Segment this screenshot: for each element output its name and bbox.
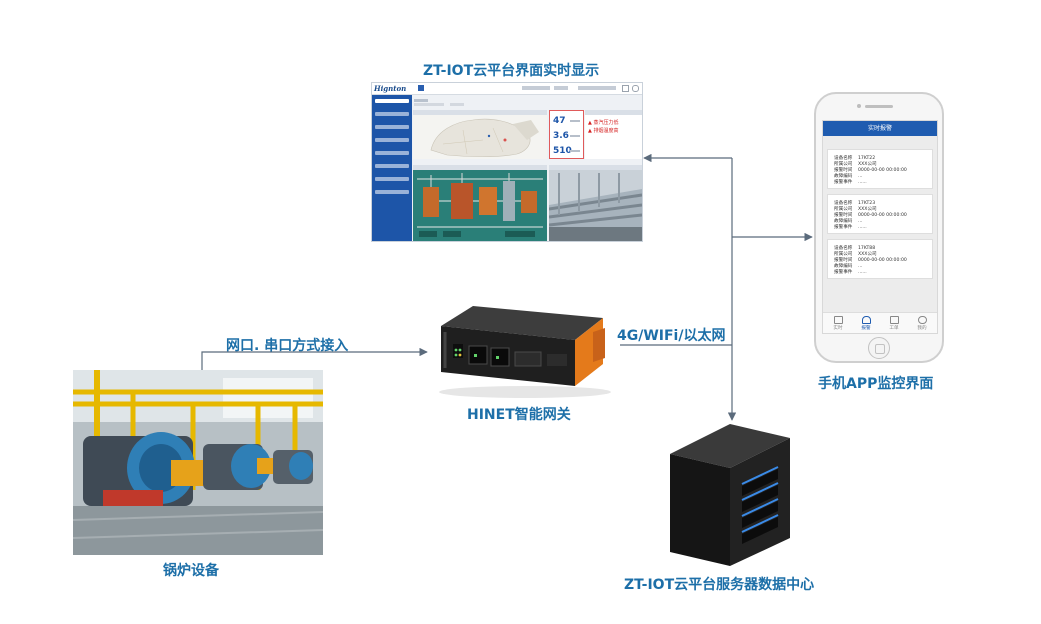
tab-workorder[interactable]: 工单 [881,316,907,331]
app-header: 实时报警 [823,121,937,136]
server-image [668,418,792,566]
gateway-device-image [425,292,619,400]
stat-value: 3.6 [553,131,569,141]
network-link-caption: 4G/WIFi/以太网 [617,328,726,344]
cloud-dashboard-screenshot: Hignton 47 3.6 510 [371,82,643,242]
front-camera-icon [857,104,861,108]
server-caption: ZT-IOT云平台服务器数据中心 [624,577,815,593]
alert-item: ▲ 排烟温度高 [588,128,619,134]
user-icon [917,316,927,324]
speaker-grille [865,105,893,108]
tab-alarm[interactable]: 报警 [853,316,879,331]
boiler-to-gateway-line [201,347,428,370]
dashboard-sidebar [372,95,412,241]
phone-caption: 手机APP监控界面 [818,376,934,392]
stats-panel: 47 3.6 510 [549,110,584,159]
access-mode-caption: 网口. 串口方式接入 [226,338,349,354]
home-button[interactable] [868,337,890,359]
dashboard-topbar: Hignton [372,83,642,95]
dashboard-title: ZT-IOT云平台界面实时显示 [423,63,600,79]
alerts-panel: ▲ 蒸汽压力低 ▲ 排烟温度高 [585,110,642,159]
bell-icon [861,316,871,324]
menu-icon [418,85,424,91]
exit-icon [632,85,639,92]
plant-schematic-panel [413,165,547,241]
stat-value: 510 [553,146,572,156]
dashboard-logo: Hignton [374,84,407,93]
boiler-caption: 锅炉设备 [163,563,219,579]
clipboard-icon [889,316,899,324]
alert-item: ▲ 蒸汽压力低 [588,120,619,126]
factory-photo-panel [549,165,642,241]
gateway-caption: HINET智能网关 [467,407,571,423]
map-panel [413,110,547,159]
tab-mine[interactable]: 我的 [909,316,935,331]
app-tab-bar: 实时 报警 工单 我的 [823,312,937,333]
tab-realtime[interactable]: 实时 [825,316,851,331]
boiler-equipment-photo [73,370,323,555]
monitor-icon [833,316,843,324]
lock-icon [622,85,629,92]
dashboard-breadcrumb [414,97,524,106]
stat-value: 47 [553,116,566,126]
